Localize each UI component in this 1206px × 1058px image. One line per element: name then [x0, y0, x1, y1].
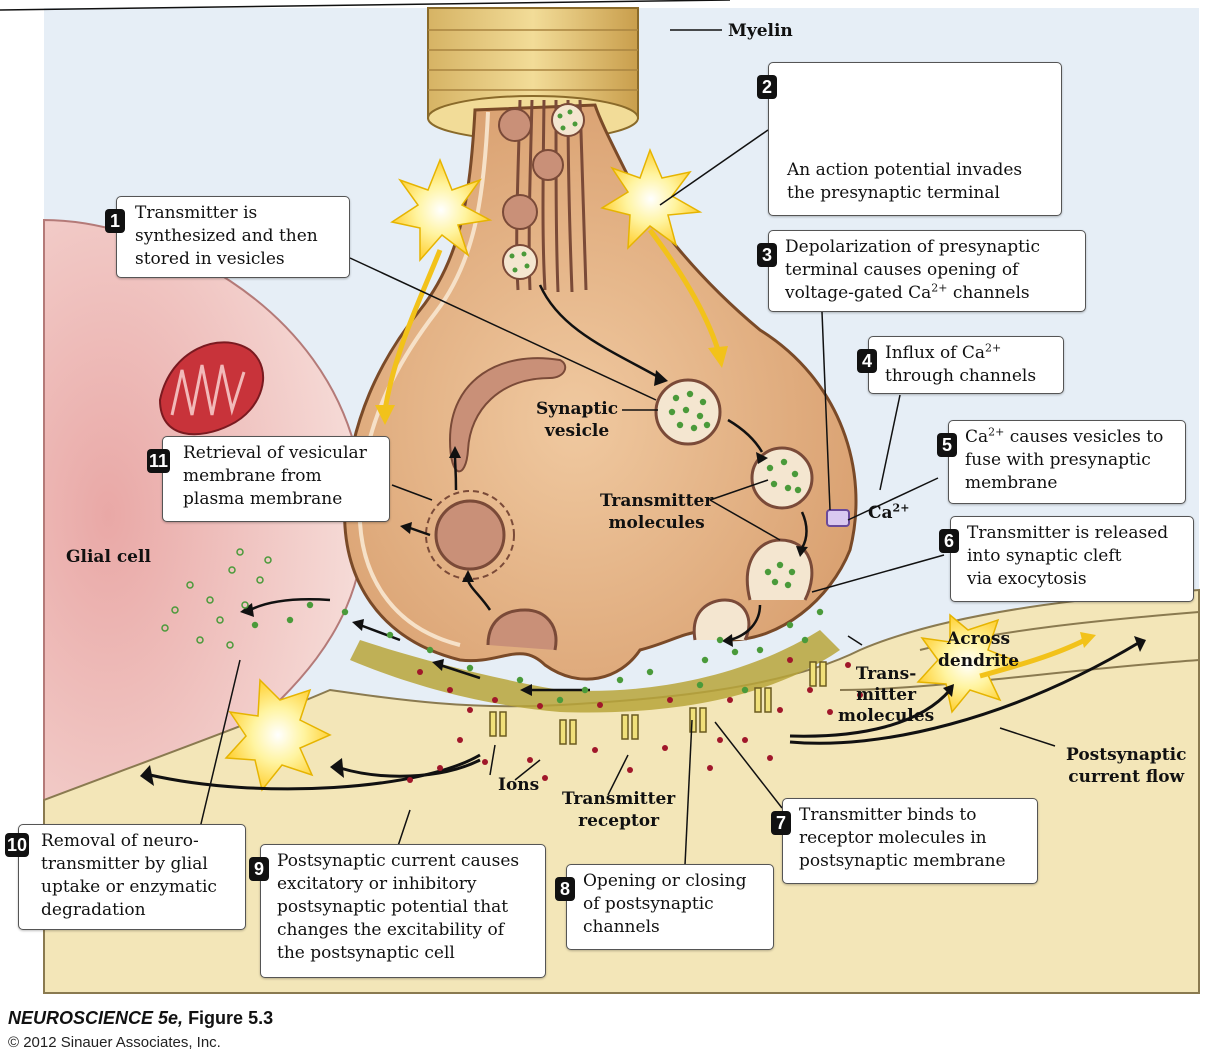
- callout-step-8: 8 Opening or closing of postsynaptic cha…: [555, 864, 774, 950]
- leader-lines: [0, 0, 1056, 866]
- step-11-text: Retrieval of vesicular membrane from pla…: [183, 443, 367, 509]
- callout-step-6: 6 Transmitter is released into synaptic …: [939, 516, 1194, 602]
- label-myelin: Myelin: [728, 21, 793, 41]
- step-badge-11: 11: [147, 449, 171, 473]
- step-3-text: Depolarization of presynaptic terminal c…: [785, 237, 1040, 303]
- label-postsynaptic-current-flow: Postsynaptic current flow: [1066, 745, 1187, 787]
- ions: [407, 657, 863, 783]
- coated-vesicle: [425, 490, 515, 580]
- current-arrow-left: [382, 249, 443, 411]
- transmitter-receptors: [489, 661, 827, 745]
- current-arrow-right: [647, 228, 721, 351]
- mitochondrion: [158, 341, 265, 436]
- step-badge-10: 10: [5, 833, 30, 857]
- across-dendrite-arrow: [979, 637, 1087, 679]
- vesicle-open: [692, 598, 751, 641]
- transmitter-molecules-cleft: [251, 601, 824, 704]
- step-9-text: Postsynaptic current causes excitatory o…: [277, 851, 520, 963]
- step-badge-7: 7: [771, 811, 791, 835]
- step-5-text: Ca2+ causes vesicles to fuse with presyn…: [965, 425, 1164, 493]
- step-badge-6: 6: [939, 529, 959, 553]
- figure-number: Figure 5.3: [188, 1008, 274, 1028]
- label-transmitter-molecules: Transmitter molecules: [600, 491, 714, 533]
- coated-pit: [486, 608, 558, 651]
- callout-step-4: 4 Influx of Ca2+ through channels: [857, 336, 1064, 394]
- calcium-channel: [826, 509, 850, 527]
- postsynaptic-flash-left: [224, 678, 332, 792]
- action-potential-flash-left: [390, 157, 493, 262]
- vesicle-path-arrows: [249, 284, 808, 692]
- vesicle-axon-1: [498, 108, 532, 142]
- callout-step-1: 1 Transmitter is synthesized and then st…: [105, 196, 350, 278]
- callout-step-9: 9 Postsynaptic current causes excitatory…: [249, 844, 546, 978]
- step-badge-2: 2: [757, 75, 777, 99]
- step-badge-5: 5: [937, 433, 957, 457]
- label-glial-cell: Glial cell: [66, 547, 151, 567]
- transmitter-molecules-glia: [161, 548, 272, 649]
- step-badge-9: 9: [249, 857, 269, 881]
- callout-step-11: 11 Retrieval of vesicular membrane from …: [147, 436, 390, 522]
- endosome: [448, 357, 567, 473]
- step-4-text: Influx of Ca2+ through channels: [885, 341, 1037, 386]
- callout-step-5: 5 Ca2+ causes vesicles to fuse with pres…: [937, 420, 1186, 504]
- copyright-line: © 2012 Sinauer Associates, Inc.: [8, 1034, 221, 1051]
- step-7-text: Transmitter binds to receptor molecules …: [799, 805, 1006, 871]
- vesicle-axon-2: [532, 149, 564, 181]
- callout-step-10: 10 Removal of neuro- transmitter by glia…: [5, 824, 246, 930]
- callout-step-7: 7 Transmitter binds to receptor molecule…: [771, 798, 1038, 884]
- label-ca: Ca2+: [868, 501, 910, 523]
- step-3-superscript: 2+: [931, 281, 948, 295]
- step-1-text: Transmitter is synthesized and then stor…: [135, 203, 318, 269]
- step-badge-8: 8: [555, 877, 575, 901]
- postsynaptic-flash-right: [916, 613, 1020, 714]
- label-trans-mitter-molecules: Trans- mitter molecules: [838, 664, 935, 726]
- synaptic-cleft: [350, 630, 840, 713]
- vesicle-axon-filled-1: [551, 103, 585, 137]
- postsynaptic-current-left: [149, 753, 481, 791]
- vesicle-axon-filled-2: [502, 244, 538, 280]
- label-transmitter-receptor: Transmitter receptor: [562, 789, 676, 831]
- step-badge-1: 1: [105, 209, 125, 233]
- label-ca-superscript: 2+: [892, 501, 910, 515]
- action-potential-flash-right: [600, 147, 703, 250]
- callout-step-3: 3 Depolarization of presynaptic terminal…: [757, 230, 1086, 312]
- step-4-superscript: 2+: [985, 341, 1002, 355]
- step-10-text: Removal of neuro- transmitter by glial u…: [41, 831, 217, 920]
- step-5-superscript: 2+: [988, 425, 1005, 439]
- transmitter-molecules-vesicle: [509, 109, 802, 589]
- label-across-dendrite: Across dendrite: [938, 629, 1020, 671]
- step-badge-4: 4: [857, 349, 877, 373]
- postsynaptic-current-right: [789, 640, 1141, 745]
- step-2-text: An action potential invades the presynap…: [787, 160, 1023, 203]
- step-8-text: Opening or closing of postsynaptic chann…: [583, 871, 747, 937]
- label-synaptic-vesicle: Synaptic vesicle: [536, 399, 619, 441]
- vesicle-axon-3: [502, 194, 538, 230]
- callout-step-2: 2 An action potential invades the presyn…: [757, 62, 1062, 216]
- figure-caption-title: NEUROSCIENCE 5e, Figure 5.3: [8, 1008, 274, 1028]
- step-badge-3: 3: [757, 243, 777, 267]
- label-ions: Ions: [498, 775, 540, 795]
- step-6-text: Transmitter is released into synaptic cl…: [967, 523, 1169, 589]
